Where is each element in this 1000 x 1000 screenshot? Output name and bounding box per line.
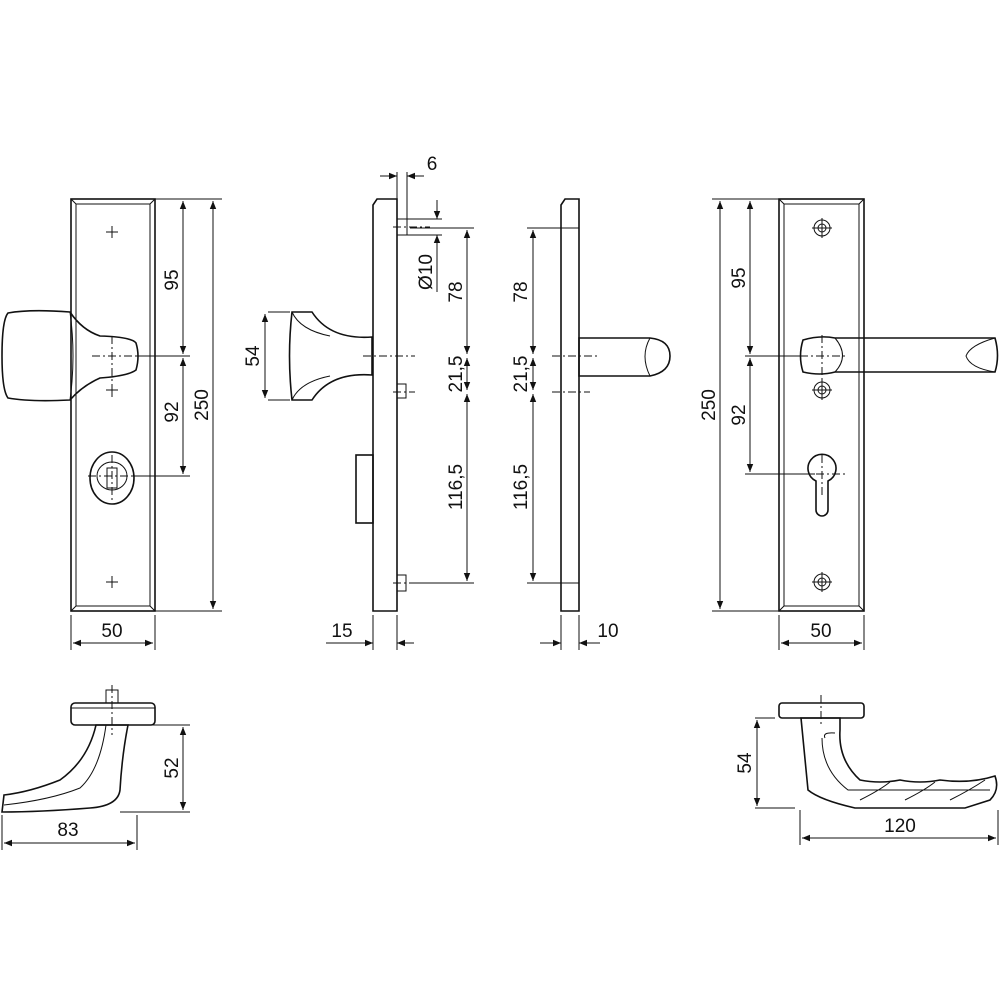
dim-78: 78 (446, 281, 467, 302)
dim-15: 15 (331, 621, 352, 642)
dim-95: 95 (729, 267, 750, 288)
dim-21-5: 21,5 (511, 356, 532, 393)
dim-83: 83 (57, 820, 78, 841)
knob-profile-view: 52 83 (1, 685, 190, 850)
screw-icon (812, 218, 832, 592)
backplate (778, 198, 865, 612)
screw-cross-icon (106, 226, 118, 588)
dim-116-5: 116,5 (511, 464, 532, 510)
knob (1, 309, 139, 402)
lever-profile-view: 54 120 (735, 695, 999, 845)
knob-profile (1, 724, 129, 813)
dim-92: 92 (162, 401, 183, 422)
latch (355, 454, 374, 524)
dim-10: 10 (597, 621, 618, 642)
dim-250: 250 (192, 389, 213, 421)
dim-95: 95 (162, 269, 183, 290)
dim-54: 54 (735, 752, 756, 774)
dim-54: 54 (243, 345, 264, 367)
backplate-side (560, 198, 580, 612)
front-knob-plate-view: 95 92 250 50 (1, 198, 222, 650)
dim-6: 6 (427, 154, 438, 175)
dim-50: 50 (101, 621, 122, 642)
dim-52: 52 (162, 757, 183, 778)
knob-side (288, 311, 373, 401)
lever-side (578, 337, 671, 377)
cylinder-hole (807, 453, 837, 517)
dim-120: 120 (884, 816, 916, 837)
front-lever-plate-view: 95 92 250 50 (699, 198, 999, 650)
dim-92: 92 (729, 404, 750, 425)
dim-diameter-10: Ø10 (416, 254, 437, 290)
dim-250: 250 (699, 389, 720, 421)
dim-116-5: 116,5 (446, 464, 467, 510)
side-lever-view: 78 21,5 116,5 10 (511, 198, 671, 650)
rosette (70, 702, 156, 726)
dim-21-5: 21,5 (446, 356, 467, 393)
lever-profile (800, 717, 998, 809)
cylinder-hole (88, 451, 150, 505)
backplate-side (372, 198, 398, 612)
side-knob-view: 6 Ø10 78 21,5 116,5 54 15 (243, 154, 474, 650)
dim-78: 78 (511, 281, 532, 302)
backplate (70, 198, 156, 612)
lever (799, 336, 999, 375)
dim-50: 50 (810, 621, 831, 642)
